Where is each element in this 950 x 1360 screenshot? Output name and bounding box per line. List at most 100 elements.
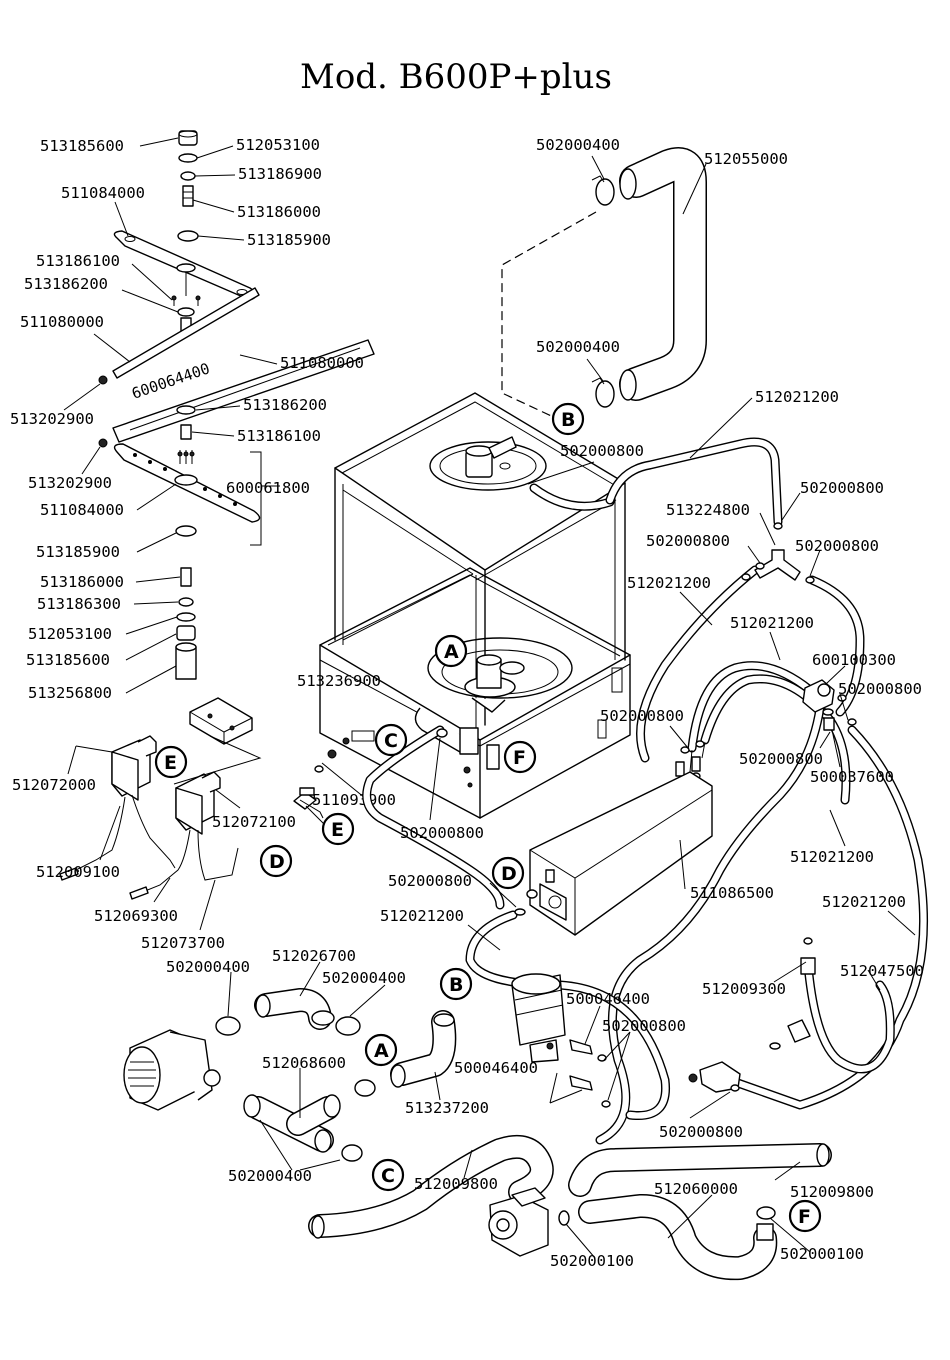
label-513186000: 513186000 — [237, 203, 321, 221]
label-502000400-pa: 502000400 — [166, 958, 250, 976]
label-502000400-top: 502000400 — [536, 136, 620, 154]
label-511080000-left: 511080000 — [20, 313, 104, 331]
label-502000800-bottom: 502000800 — [659, 1123, 743, 1141]
label-512053100: 512053100 — [236, 136, 320, 154]
tag-c-body: C — [374, 723, 408, 757]
pressure-switch-left — [59, 735, 176, 881]
label-512060000: 512060000 — [654, 1180, 738, 1198]
svg-text:E: E — [331, 819, 344, 841]
label-512009800-left: 512009800 — [414, 1175, 498, 1193]
label-513237200: 513237200 — [405, 1099, 489, 1117]
label-512021200-d: 512021200 — [822, 893, 906, 911]
label-502000800-r2: 502000800 — [646, 532, 730, 550]
label-502000800-b: 502000800 — [560, 442, 644, 460]
label-513186200: 513186200 — [24, 275, 108, 293]
rinse-pump — [511, 973, 631, 1108]
label-513185900: 513185900 — [247, 231, 331, 249]
label-513185600: 513185600 — [40, 137, 124, 155]
label-512021200-top: 512021200 — [755, 388, 839, 406]
label-511080000-right: 511080000 — [280, 354, 364, 372]
svg-text:D: D — [269, 851, 285, 873]
svg-text:B: B — [561, 409, 575, 431]
label-502000400-pc: 502000400 — [228, 1167, 312, 1185]
label-512055000: 512055000 — [704, 150, 788, 168]
label-513202900-a: 513202900 — [10, 410, 94, 428]
label-502000800-c: 502000800 — [400, 824, 484, 842]
svg-text:D: D — [501, 863, 517, 885]
label-511093900: 511093900 — [312, 791, 396, 809]
tag-d-switch: D — [259, 844, 293, 878]
wash-arm-labels: 513185600 512053100 513186900 511084000 … — [10, 136, 364, 702]
inlet-solenoid-valve — [688, 937, 881, 1119]
label-512047500: 512047500 — [840, 962, 924, 980]
tag-f-drain: F — [788, 1199, 822, 1233]
tag-e-body: E — [321, 812, 355, 846]
label-512009300: 512009300 — [702, 980, 786, 998]
svg-text:C: C — [384, 730, 398, 752]
label-512021200-c: 512021200 — [790, 848, 874, 866]
label-502000800-d: 502000800 — [388, 872, 472, 890]
svg-text:E: E — [164, 752, 177, 774]
svg-text:F: F — [798, 1206, 811, 1228]
label-600100300: 600100300 — [812, 651, 896, 669]
svg-text:A: A — [374, 1040, 389, 1062]
bracket-513236900 — [189, 697, 253, 745]
label-512021200-b: 512021200 — [730, 614, 814, 632]
label-502000100-right: 502000100 — [780, 1245, 864, 1263]
svg-text:C: C — [381, 1165, 395, 1187]
label-513186100-mid: 513186100 — [237, 427, 321, 445]
label-513186100: 513186100 — [36, 252, 120, 270]
label-512053100-low: 512053100 — [28, 625, 112, 643]
label-502000100-left: 502000100 — [550, 1252, 634, 1270]
tag-e-switch: E — [154, 745, 188, 779]
label-600061800: 600061800 — [226, 479, 310, 497]
label-513224800: 513224800 — [666, 501, 750, 519]
riser-pipe — [501, 147, 707, 421]
label-513185900-low: 513185900 — [36, 543, 120, 561]
label-502000400-mid: 502000400 — [536, 338, 620, 356]
tag-f-body: F — [503, 740, 537, 774]
tag-a-pump: A — [364, 1033, 398, 1067]
label-513186900: 513186900 — [238, 165, 322, 183]
label-512072000: 512072000 — [12, 776, 96, 794]
label-511086500: 511086500 — [690, 884, 774, 902]
wash-arm-assembly: 600064400 — [98, 130, 375, 680]
svg-text:A: A — [444, 641, 459, 663]
tag-d-boiler: D — [491, 856, 525, 890]
label-502000800-pump: 502000800 — [602, 1017, 686, 1035]
label-500046400-b: 500046400 — [454, 1059, 538, 1077]
label-502000800-r3: 502000800 — [795, 537, 879, 555]
label-513186200-mid: 513186200 — [243, 396, 327, 414]
svg-text:B: B — [449, 974, 463, 996]
label-513202900-b: 513202900 — [28, 474, 112, 492]
machine-body — [293, 392, 631, 827]
label-511084000-low: 511084000 — [40, 501, 124, 519]
label-502000800-r1: 502000800 — [800, 479, 884, 497]
label-513186300: 513186300 — [37, 595, 121, 613]
label-512021200-a: 512021200 — [627, 574, 711, 592]
drain-assembly — [308, 1135, 832, 1281]
tee-fitting — [741, 492, 821, 584]
boiler-tank — [489, 771, 713, 936]
label-512072100: 512072100 — [212, 813, 296, 831]
label-600064400: 600064400 — [129, 359, 212, 402]
label-512021200-e: 512021200 — [380, 907, 464, 925]
air-break-valve — [802, 665, 857, 731]
svg-text:F: F — [513, 747, 526, 769]
label-512069300: 512069300 — [94, 907, 178, 925]
label-513186000-low: 513186000 — [40, 573, 124, 591]
wash-pump — [123, 961, 457, 1171]
model-title: Mod. B600P+plus — [300, 57, 612, 97]
label-502000800-r4: 502000800 — [838, 680, 922, 698]
label-513185600-low: 513185600 — [26, 651, 110, 669]
label-512026700: 512026700 — [272, 947, 356, 965]
label-502000400-pb: 502000400 — [322, 969, 406, 987]
label-502000800-r5: 502000800 — [600, 707, 684, 725]
label-512009800-right: 512009800 — [790, 1183, 874, 1201]
tag-b-pump: B — [439, 967, 473, 1001]
tag-a-body: A — [434, 634, 468, 668]
hose-network — [362, 437, 929, 1145]
label-512068600: 512068600 — [262, 1054, 346, 1072]
label-500046400-a: 500046400 — [566, 990, 650, 1008]
